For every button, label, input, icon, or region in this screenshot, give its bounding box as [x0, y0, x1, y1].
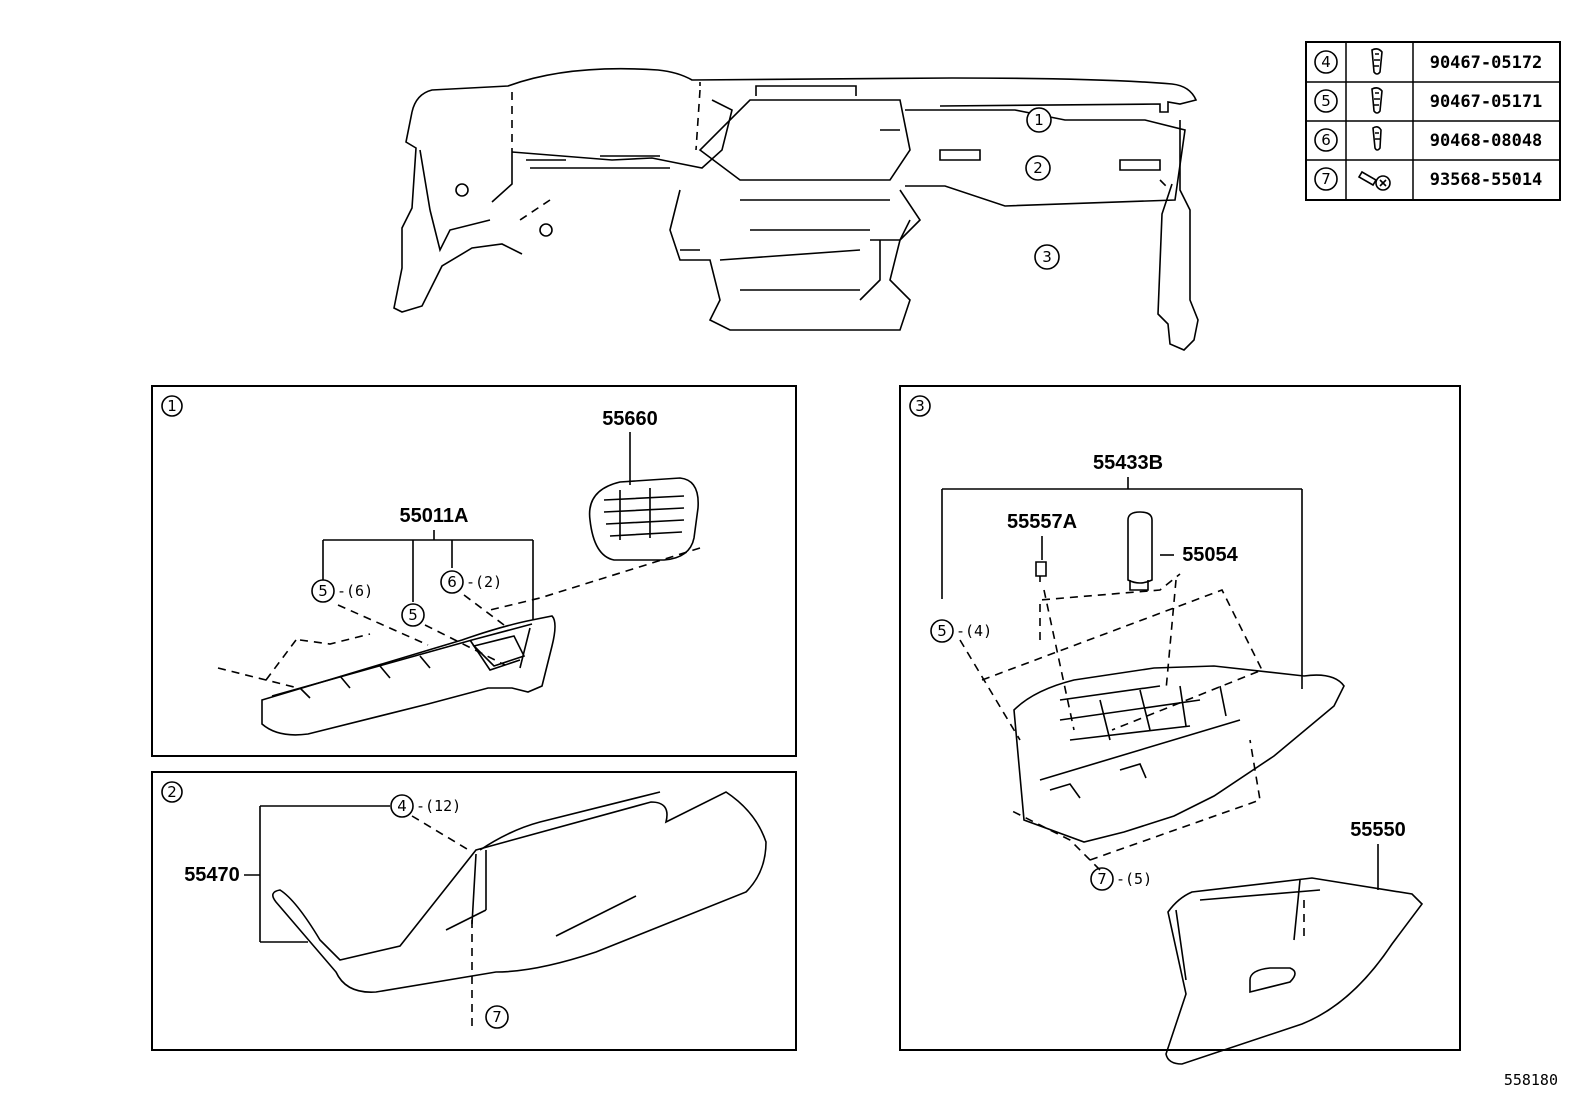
callout: 6 -(2): [440, 570, 502, 594]
table-part-number: 90467-05171: [1430, 92, 1543, 112]
clip-icon: [1371, 87, 1383, 114]
instrument-panel-molding-drawing: [261, 615, 556, 736]
table-row-number: 4: [1321, 53, 1331, 71]
svg-text:-(12): -(12): [416, 797, 461, 815]
panel-id: 2: [167, 783, 177, 801]
dashboard-reinforcement-drawing: [393, 67, 1199, 351]
part-label-55550: 55550: [1350, 819, 1406, 841]
part-label-55470: 55470: [184, 864, 240, 886]
callout: 4 -(12): [390, 794, 461, 818]
svg-text:5: 5: [318, 582, 328, 600]
svg-text:5: 5: [408, 606, 418, 624]
panel-id: 3: [915, 397, 925, 415]
table-row: 5 90467-05171: [1314, 87, 1543, 114]
svg-text:6: 6: [447, 573, 457, 591]
panel-id: 1: [167, 397, 177, 415]
figure-code: 558180: [1504, 1071, 1558, 1089]
svg-text:-(5): -(5): [1116, 870, 1152, 888]
overview-callout: 2: [1025, 155, 1051, 181]
svg-text:5: 5: [937, 622, 947, 640]
callout: 7: [485, 1005, 509, 1029]
clip-icon: [1372, 126, 1382, 151]
callout: 5 -(6): [311, 579, 373, 603]
table-row: 6 90468-08048: [1314, 126, 1543, 152]
screw-icon: [1357, 170, 1391, 191]
svg-text:4: 4: [397, 797, 407, 815]
part-label-55433B: 55433B: [1093, 452, 1163, 474]
glove-compartment-door-drawing: [1013, 665, 1345, 843]
overview-callout: 1: [1026, 107, 1052, 133]
lower-panel-drawing: [272, 791, 767, 993]
svg-text:7: 7: [492, 1008, 502, 1026]
panel-3: 3 55433B 55557A 55054 5 -(4) 7: [899, 385, 1461, 1065]
panel-2: 2 55470 4 -(12) 7: [151, 771, 797, 1051]
part-label-55054: 55054: [1182, 544, 1238, 566]
table-row-number: 7: [1321, 170, 1331, 188]
svg-text:-(4): -(4): [956, 622, 992, 640]
center-vent-drawing: [588, 477, 699, 561]
table-row: 7 93568-55014: [1314, 167, 1543, 191]
callout: 5 -(4): [930, 619, 992, 643]
parts-table: 4 90467-05172 5 90467-05171 6 90468-0804…: [1305, 41, 1561, 201]
clip-icon: [1371, 48, 1383, 75]
svg-text:3: 3: [1042, 248, 1052, 266]
glove-box-drawing: [1165, 877, 1424, 1065]
bulb-drawing: [1035, 561, 1047, 582]
table-row: 4 90467-05172: [1314, 48, 1543, 75]
table-row-number: 6: [1321, 131, 1331, 149]
svg-text:-(2): -(2): [466, 573, 502, 591]
table-part-number: 93568-55014: [1430, 170, 1543, 190]
table-part-number: 90468-08048: [1430, 131, 1543, 151]
callout: 7 -(5): [1090, 867, 1152, 891]
lamp-assembly-drawing: [1127, 511, 1153, 591]
callout: 5: [401, 603, 425, 627]
table-row-number: 5: [1321, 92, 1331, 110]
overview-callout: 3: [1034, 244, 1060, 270]
part-label-55011A: 55011A: [400, 505, 469, 527]
table-part-number: 90467-05172: [1430, 53, 1543, 73]
part-label-55557A: 55557A: [1007, 511, 1077, 533]
svg-text:7: 7: [1097, 870, 1107, 888]
svg-text:2: 2: [1033, 159, 1043, 177]
svg-text:-(6): -(6): [337, 582, 373, 600]
part-label-55660: 55660: [602, 408, 658, 430]
svg-text:1: 1: [1034, 111, 1044, 129]
panel-1: 1 55660 55011A 5 -(6) 5 6 -(2): [151, 385, 797, 757]
